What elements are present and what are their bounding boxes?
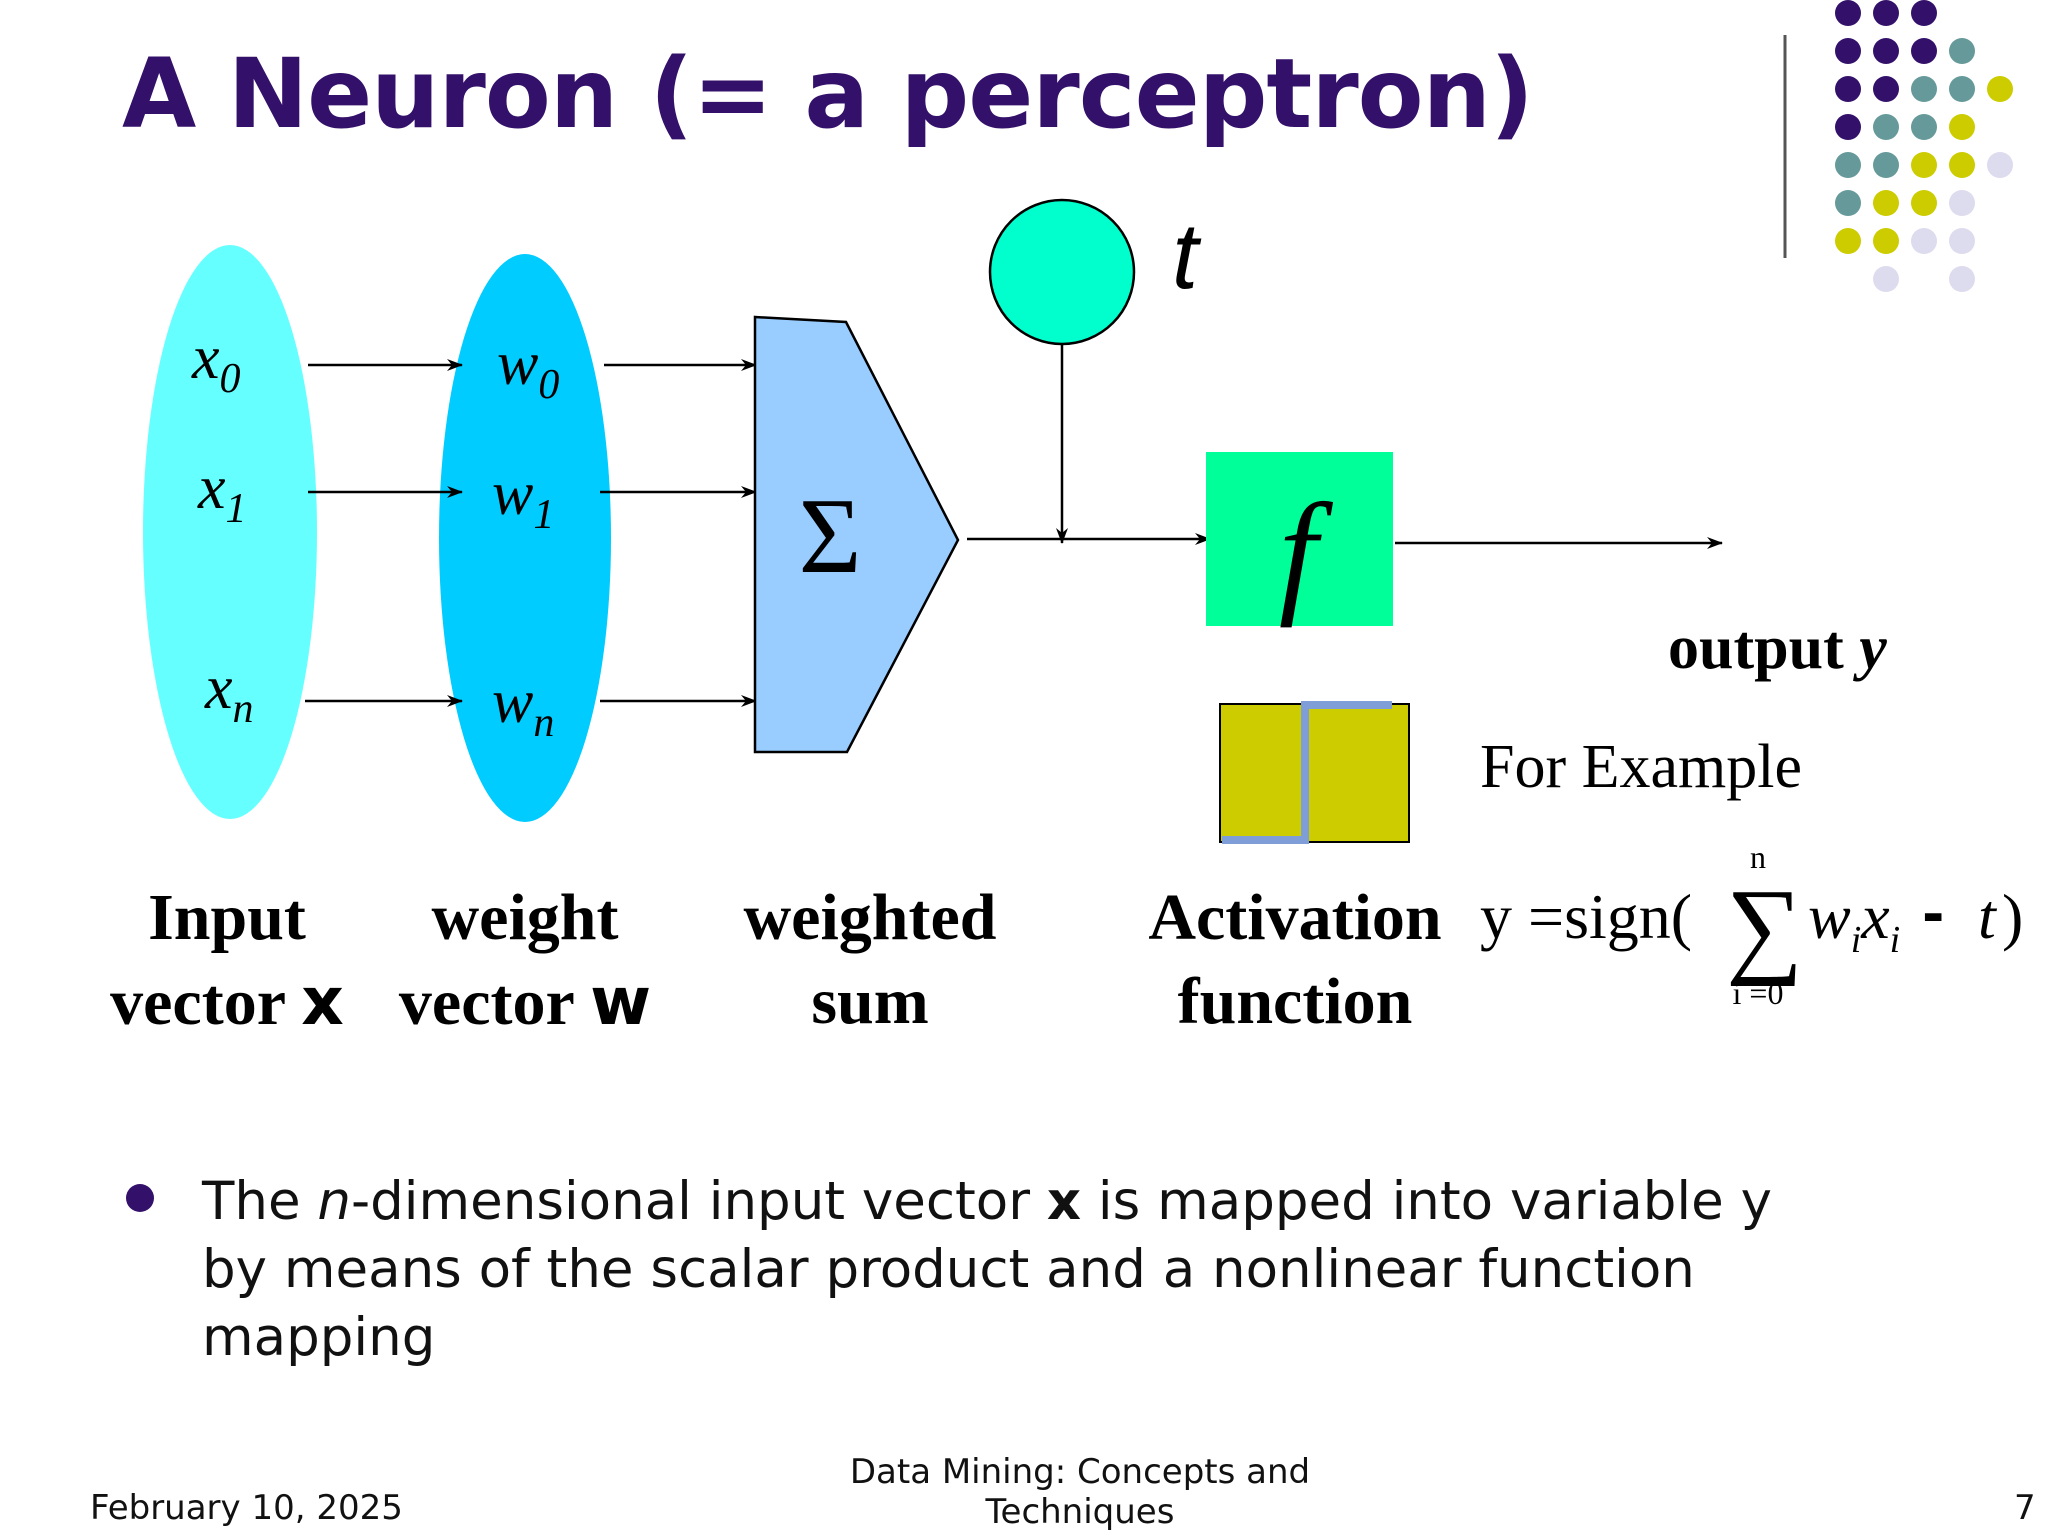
formula-close: ) [2002,881,2023,952]
input-vector-ellipse [143,245,317,819]
bullet-text-part3: is mapped into variable y by means of th… [202,1171,1772,1368]
footer-course-line1: Data Mining: Concepts and [849,1452,1311,1492]
formula-term: wixi [1808,881,1900,961]
bullet-text-part1: The [202,1171,318,1232]
input-x0: x0 [191,324,241,402]
decor-dot [1873,266,1899,292]
input-x1: x1 [197,454,247,532]
weight-label-line1: weight [431,881,619,954]
weight-label-symbol: w [590,963,652,1040]
formula-lhs: y =sign( [1480,881,1692,952]
decor-dot [1835,190,1861,216]
decor-dot [1873,38,1899,64]
step-function-curve [1222,701,1392,844]
formula-upper-limit: n [1750,839,1766,875]
sign-formula: y =sign( ∑ n i =0 wixi - t ) [1480,839,2023,1011]
decor-dot [1873,152,1899,178]
decor-dot [1835,114,1861,140]
decor-dot [1873,0,1899,26]
decor-dot [1987,152,2013,178]
bullet-text-bold-x: x [1046,1171,1082,1232]
weight-w0: w0 [497,330,559,408]
decor-dot [1949,228,1975,254]
weighted-sum-label: weighted sum [720,876,1020,1044]
bullet-text-part2: -dimensional input vector [351,1171,1047,1232]
dot-grid-decoration [1835,0,2013,292]
decor-dot [1835,152,1861,178]
input-xn: xn [204,654,254,732]
decor-dot [1949,190,1975,216]
input-label-line1: Input [148,881,306,954]
decor-dot [1835,38,1861,64]
threshold-label: t [1172,203,1202,308]
weight-label-line2: vector w [380,960,670,1045]
weight-vector-label: weight vector w [380,876,670,1045]
decor-dot [1873,114,1899,140]
decor-dot [1835,76,1861,102]
formula-minus: - [1922,883,1944,946]
decor-dot [1873,76,1899,102]
input-label-symbol: x [301,963,344,1040]
bullet-text: The n-dimensional input vector x is mapp… [202,1168,1842,1372]
decor-dot [1911,152,1937,178]
for-example-label: For Example [1480,733,1802,801]
decor-dot [1911,0,1937,26]
decor-dot [1911,190,1937,216]
decor-dot [1835,228,1861,254]
decor-dot [1911,228,1937,254]
summation-node [753,315,960,754]
sigma-symbol: Σ [799,477,862,596]
footer-page-number: 7 [2014,1488,2036,1528]
formula-lower-limit: i =0 [1733,975,1784,1011]
footer-date: February 10, 2025 [90,1488,403,1528]
decor-dot [1949,114,1975,140]
activation-label-line2: function [1177,965,1413,1038]
input-vector-label: Input vector x [92,876,362,1045]
input-label-text: vector [110,966,302,1039]
decor-dot [1835,0,1861,26]
footer-course: Data Mining: Concepts and Techniques [830,1452,1330,1532]
activation-label-line1: Activation [1148,881,1442,954]
decor-dot [1911,114,1937,140]
decor-dot [1949,152,1975,178]
decor-dot [1873,190,1899,216]
sum-label-line1: weighted [743,881,997,954]
activation-node [1206,452,1393,626]
output-label: output y [1668,614,1887,682]
bullet-marker [126,1184,154,1212]
step-function-box [1219,703,1410,843]
slide-title: A Neuron (= a perceptron) [122,38,1534,150]
sum-label-line2: sum [811,965,929,1038]
input-label-line2: vector x [92,960,362,1045]
formula-sigma: ∑ [1726,868,1803,987]
formula-t: t [1978,881,1998,952]
decor-dot [1949,76,1975,102]
weight-label-text: vector [398,966,591,1039]
activation-function-label: Activation function [1130,876,1460,1044]
weight-vector-ellipse [439,254,611,822]
footer-course-line2: Techniques [985,1492,1175,1532]
weight-wn: wn [492,668,554,746]
bullet-text-italic-n: n [317,1171,352,1232]
decor-dot [1873,228,1899,254]
weight-w1: w1 [492,460,554,538]
decor-dot [1911,76,1937,102]
decor-dot [1987,76,2013,102]
threshold-node [988,198,1136,346]
decor-dot [1949,38,1975,64]
decor-dot [1949,266,1975,292]
decor-dot [1911,38,1937,64]
